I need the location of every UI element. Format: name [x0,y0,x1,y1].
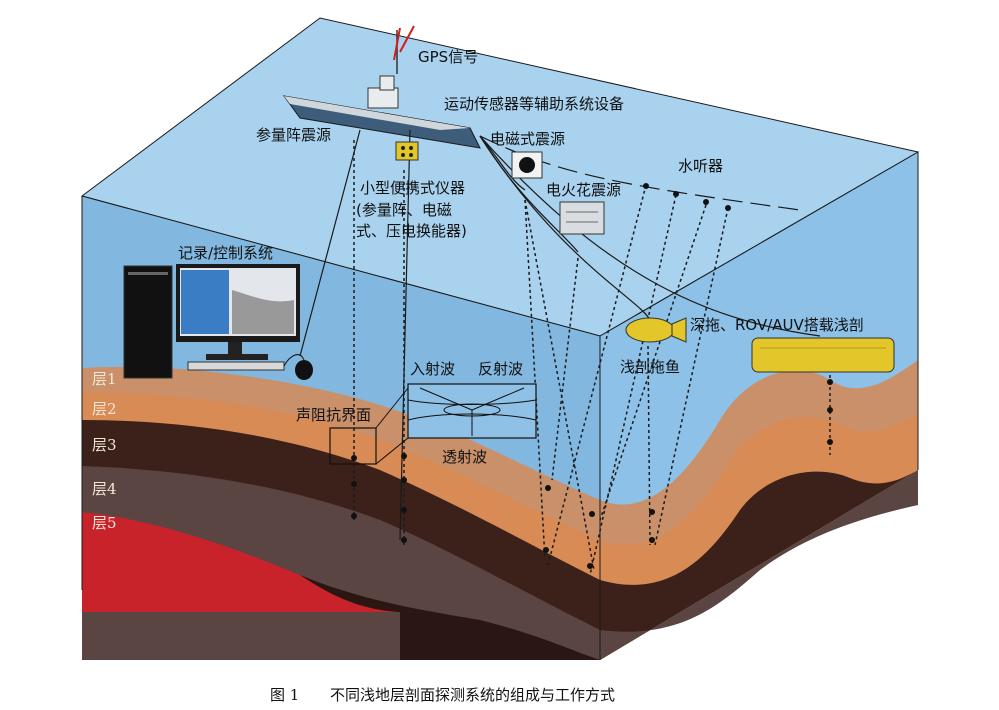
transmitted-label: 透射波 [442,448,487,466]
sparker-source-label: 电火花震源 [546,181,621,199]
sediment-layers-side [600,360,918,660]
layer-label-4: 层4 [92,480,117,498]
motion-sensor-label: 运动传感器等辅助系统设备 [444,95,624,113]
figure-number: 图 1 [270,686,299,704]
figure-caption: 不同浅地层剖面探测系统的组成与工作方式 [330,686,615,704]
rov-auv-icon [751,337,895,373]
receivers [351,379,833,569]
layer-label-3: 层3 [92,436,117,454]
impedance-label: 声阻抗界面 [296,406,371,424]
array-source-label: 参量阵震源 [256,126,331,144]
incident-label: 入射波 [410,360,455,378]
layer-label-1: 层1 [92,370,117,388]
portable-label-2: (参量阵、电磁 [356,201,452,219]
cables [299,129,821,541]
deep-tow-label: 深拖、ROV/AUV搭载浅剖 [690,316,864,334]
layer-5-dark [300,575,600,660]
sparker-source-icon [559,201,605,235]
portable-label-1: 小型便携式仪器 [360,179,465,197]
record-control-system [123,264,313,380]
portable-instrument-icon [395,141,419,161]
layer-label-5: 层5 [92,514,117,532]
portable-label-3: 式、压电换能器) [356,222,467,240]
em-source-icon [511,151,543,179]
gps-signal-icon [393,25,415,61]
hydrophones [643,183,731,211]
em-source-label: 电磁式震源 [490,130,565,148]
sediment-layers [82,366,600,660]
towfish-label: 浅剖拖鱼 [620,358,680,376]
survey-ship [282,30,481,149]
hydrophone-label: 水听器 [678,157,723,175]
layer-label-2: 层2 [92,400,117,418]
gps-label: GPS信号 [418,48,478,66]
reflected-label: 反射波 [478,360,523,378]
towfish-icon [625,317,687,343]
record-control-label: 记录/控制系统 [178,244,273,262]
impedance-inset [329,383,537,465]
